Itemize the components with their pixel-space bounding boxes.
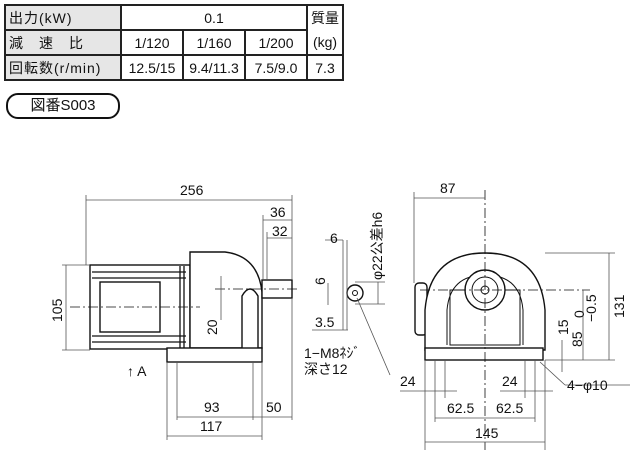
view-arrow-a: ↑ A: [127, 363, 147, 379]
dim-24-left: 24: [400, 373, 416, 389]
tol-lower: −0.5: [583, 294, 599, 322]
front-base: [424, 347, 544, 361]
dim-85: 85: [569, 331, 585, 347]
dim-145: 145: [475, 425, 499, 441]
dim-20: 20: [204, 319, 220, 335]
dim-117: 117: [200, 418, 223, 434]
dim-50: 50: [266, 399, 282, 415]
dim-105: 105: [49, 298, 65, 322]
ratio-label: 減 速 比: [4, 29, 122, 56]
hole-note: 4−φ10: [567, 377, 608, 393]
ratio-value: 1/120: [120, 29, 184, 56]
dim-32: 32: [272, 223, 288, 239]
dim-key-height: 6: [312, 277, 328, 285]
dim-93: 93: [204, 399, 220, 415]
dim-131: 131: [611, 294, 627, 318]
mass-header: 質量: [306, 4, 344, 30]
base-plate: [166, 347, 263, 363]
dim-62-5-right: 62.5: [496, 400, 523, 416]
speed-value: 7.5/9.0: [244, 54, 308, 81]
spec-table: 出力(kW) 0.1 質量 減 速 比 1/120 1/160 1/200 (k…: [4, 4, 344, 81]
dim-24-right: 24: [502, 373, 518, 389]
dim-key-width: 6: [330, 230, 338, 246]
front-view: 87 131 85 0 −0.5 15 4−φ10 24 24 62.5 62.…: [400, 180, 630, 450]
dim-key-depth: 3.5: [315, 314, 335, 330]
tap-depth: 深さ12: [304, 361, 348, 377]
dim-shaft-diameter: φ22公差h6: [369, 212, 385, 280]
dim-256: 256: [180, 182, 204, 198]
gearbox-rib: [241, 288, 259, 348]
mass-value: 7.3: [306, 54, 344, 81]
tap-note: 1−M8ﾈｼﾞ: [304, 345, 360, 361]
output-value: 0.1: [120, 4, 308, 31]
ratio-value: 1/200: [244, 29, 308, 56]
drawing-number-badge: 図番S003: [6, 93, 120, 119]
dim-15: 15: [555, 319, 571, 335]
dim-87: 87: [440, 180, 456, 196]
dim-62-5-left: 62.5: [447, 400, 474, 416]
ratio-value: 1/160: [182, 29, 246, 56]
mass-unit: (kg): [306, 30, 344, 56]
speed-value: 9.4/11.3: [182, 54, 246, 81]
speed-value: 12.5/15: [120, 54, 184, 81]
dim-36: 36: [270, 204, 286, 220]
side-view: 256 36 32 105 20 ↑ A 93 50 117: [49, 182, 300, 440]
tol-upper: 0: [571, 310, 587, 318]
speed-label: 回転数(r/min): [4, 54, 122, 81]
shaft-detail: 6 6 3.5 φ22公差h6 1−M8ﾈｼﾞ 深さ12: [304, 212, 391, 377]
output-label: 出力(kW): [4, 4, 122, 31]
